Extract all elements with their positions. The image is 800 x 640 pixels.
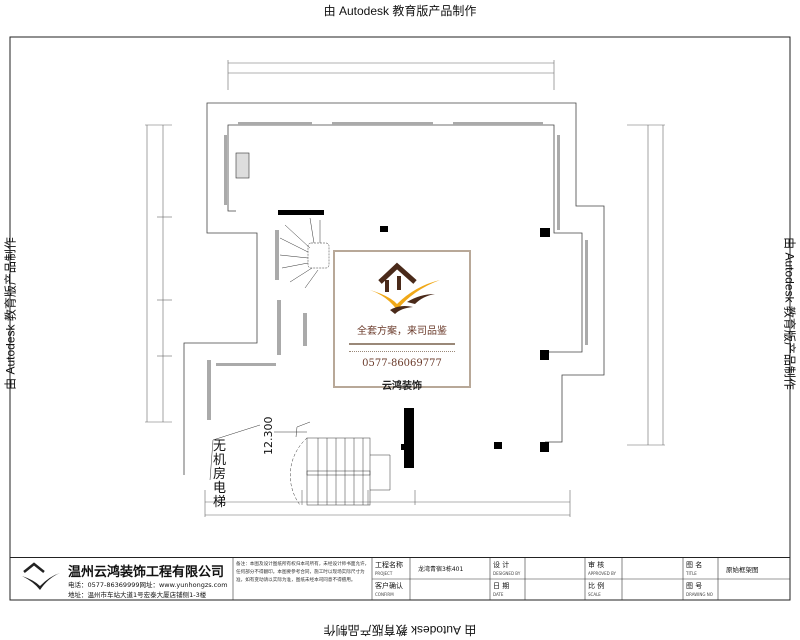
- date-label-en: DATE: [493, 592, 504, 597]
- spiral-stair: [279, 217, 330, 289]
- check-label-en: APPROVED BY: [588, 571, 617, 576]
- number-label: 图 号: [686, 582, 703, 590]
- company-logo-icon: [22, 562, 60, 590]
- number-label-en: DRAWING NO: [686, 592, 713, 597]
- name-value: 原始框架图: [726, 566, 759, 574]
- company-badge: 全套方案，来司品鉴 0577-86069777 云鸿装饰: [333, 250, 471, 392]
- title-block: 温州云鸿装饰工程有限公司 电话：0577-86369999网址：www.yunh…: [10, 557, 790, 600]
- design-label-en: DESIGNED BY: [493, 571, 521, 576]
- company-address: 地址：温州市车站大道1号宏泰大厦店铺侧1-3楼: [68, 591, 207, 599]
- watermark-top: 由 Autodesk 教育版产品制作: [323, 4, 477, 18]
- scale-label: 比 例: [588, 582, 605, 590]
- inner-wall: [227, 124, 583, 353]
- ornament-divider: [349, 343, 455, 352]
- drawing-frame: [9, 36, 791, 601]
- dimension-lines: [145, 60, 665, 517]
- scale-label-en: SCALE: [588, 592, 601, 597]
- check-label: 审 核: [588, 561, 605, 569]
- house-check-logo-icon: [370, 262, 440, 314]
- shaft-hatch: [235, 152, 250, 179]
- badge-brand: 云鸿装饰: [382, 381, 422, 392]
- elevator-label: 无机房电梯: [213, 439, 227, 510]
- beam: [278, 210, 324, 215]
- company-contact: 电话：0577-86369999网址：www.yunhongzs.com: [68, 581, 228, 589]
- outer-wall: [183, 102, 605, 475]
- stairwell: [209, 421, 391, 506]
- elevation-mark: 12.300: [262, 416, 275, 456]
- date-label: 日 期: [493, 582, 510, 590]
- client-label: 客户确认: [375, 582, 403, 590]
- design-label: 设 计: [493, 561, 510, 569]
- badge-phone: 0577-86069777: [362, 358, 442, 369]
- name-label-en: TITLE: [686, 571, 697, 576]
- name-label: 图 名: [686, 561, 703, 569]
- project-label: 工程名称: [375, 561, 403, 569]
- columns: [380, 226, 550, 468]
- badge-slogan: 全套方案，来司品鉴: [357, 326, 447, 337]
- project-label-en: PROJECT: [375, 571, 393, 576]
- notes: 备注：本图及设计图纸所有权归本司所有，未经设计师书面允许，任何部分不得翻印。本图…: [236, 562, 370, 583]
- window-strips: [207, 122, 588, 420]
- company-name: 温州云鸿装饰工程有限公司: [68, 565, 225, 580]
- client-label-en: CONFIRM: [375, 592, 394, 597]
- project-value: 龙湾青宿3栋401: [418, 566, 464, 573]
